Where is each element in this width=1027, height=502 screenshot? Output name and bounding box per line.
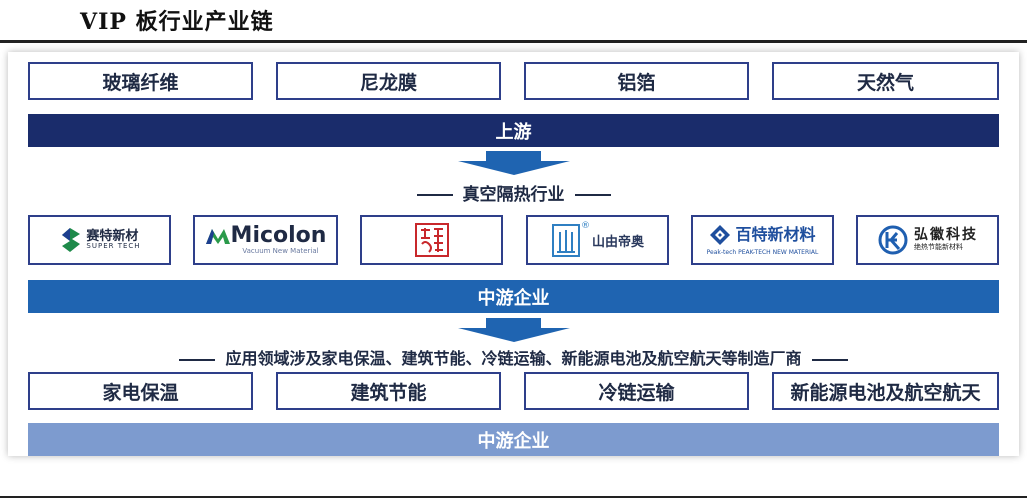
top-divider <box>0 40 1027 43</box>
upstream-bar: 上游 <box>28 114 999 147</box>
peaktech-diamond-icon <box>710 225 731 245</box>
hongwei-mark-icon <box>878 225 908 255</box>
upstream-item-nylon-film: 尼龙膜 <box>276 62 501 100</box>
shanyou-mark-icon <box>551 224 580 257</box>
downstream-item-cold-chain: 冷链运输 <box>524 372 749 410</box>
company-logo-seal <box>360 215 503 265</box>
downstream-item-building-energy: 建筑节能 <box>276 372 501 410</box>
company-logo-shanyou: ® 山由帝奥 <box>526 215 669 265</box>
bottom-divider <box>0 496 1027 498</box>
red-seal-icon <box>414 223 449 257</box>
company-logo-peaktech: 百特新材料 Peak-tech PEAK-TECH NEW MATERIAL <box>691 215 834 265</box>
upstream-item-glass-fiber: 玻璃纤维 <box>28 62 253 100</box>
downstream-heading: 应用领域涉及家电保温、建筑节能、冷链运输、新能源电池及航空航天等制造厂商 <box>0 345 1027 369</box>
page-title: VIP 板行业产业链 <box>80 9 274 35</box>
saite-mark-icon <box>62 228 81 252</box>
company-logo-saite: 赛特新材 SUPER TECH <box>28 215 171 265</box>
company-logo-hongwei: 弘徽科技 绝热节能新材料 <box>856 215 999 265</box>
company-logo-micolon: Micolon Vacuum New Material <box>193 215 338 265</box>
midstream-heading: 真空隔热行业 <box>0 180 1027 205</box>
downstream-item-battery-aerospace: 新能源电池及航空航天 <box>772 372 999 410</box>
upstream-item-natural-gas: 天然气 <box>772 62 999 100</box>
micolon-m-icon <box>205 229 230 244</box>
midstream-bar: 中游企业 <box>28 280 999 313</box>
downstream-bar: 中游企业 <box>28 423 999 456</box>
upstream-item-aluminum-foil: 铝箔 <box>524 62 749 100</box>
downstream-item-home-appliance: 家电保温 <box>28 372 253 410</box>
